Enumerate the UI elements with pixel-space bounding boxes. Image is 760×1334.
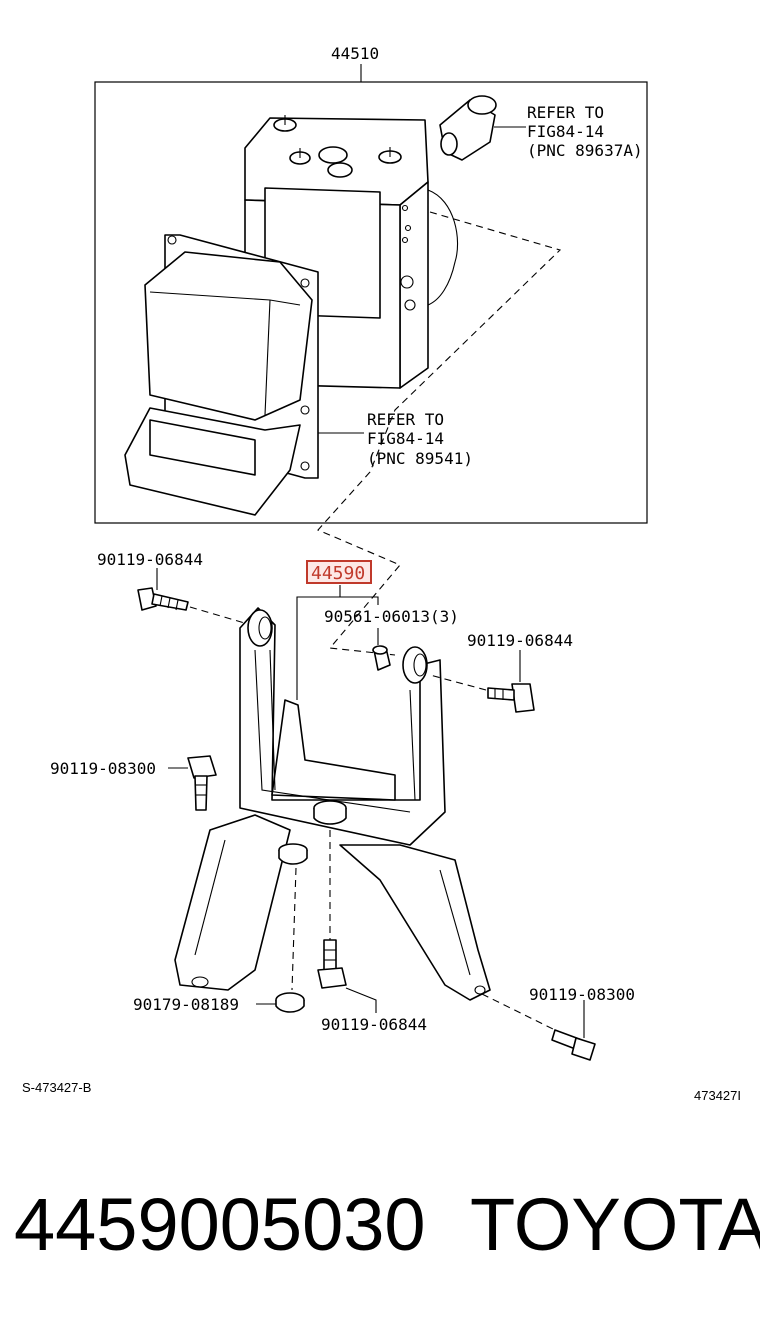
part-number: 4459005030 xyxy=(14,1183,426,1266)
label-bolt-top-left: 90119-06844 xyxy=(97,550,203,569)
label-ref-code-right: 473427I xyxy=(694,1088,741,1103)
ecu-unit xyxy=(124,234,319,516)
label-assembly: 44510 xyxy=(331,44,379,63)
highlight-box xyxy=(306,560,372,584)
brand-name: TOYOTA xyxy=(470,1183,760,1266)
bracket xyxy=(174,607,491,1001)
bolt-bottom-right-icon xyxy=(551,1029,596,1061)
label-bolt-bottom-center: 90119-06844 xyxy=(321,1015,427,1034)
label-washer-bottom: 90179-08189 xyxy=(133,995,239,1014)
label-refer-b-1: REFER TO xyxy=(367,410,444,429)
label-ref-code-left: S-473427-B xyxy=(22,1080,91,1095)
label-highlight-part[interactable]: 44590 xyxy=(311,563,365,584)
assembly-frame xyxy=(94,81,648,524)
label-refer-a-2: FIG84-14 xyxy=(527,122,604,141)
bolt-top-left-icon xyxy=(137,587,189,611)
label-nut-cluster: 90561-06013(3) xyxy=(324,607,459,626)
bolt-left-mid-icon xyxy=(187,755,217,811)
dashed-guide-1 xyxy=(317,211,562,656)
bolt-bottom-center-icon xyxy=(317,939,347,989)
pressure-sensor xyxy=(439,95,526,161)
label-refer-a-1: REFER TO xyxy=(527,103,604,122)
label-bolt-right: 90119-06844 xyxy=(467,631,573,650)
label-refer-a-3: (PNC 89637A) xyxy=(527,141,643,160)
nut-icon xyxy=(372,645,391,671)
bolt-right-icon xyxy=(487,683,535,713)
label-refer-b-2: FIG84-14 xyxy=(367,429,444,448)
label-refer-b-3: (PNC 89541) xyxy=(367,449,473,468)
washer-bottom-icon xyxy=(275,992,305,1013)
label-bolt-left-mid: 90119-08300 xyxy=(50,759,156,778)
label-bolt-bottom-right: 90119-08300 xyxy=(529,985,635,1004)
